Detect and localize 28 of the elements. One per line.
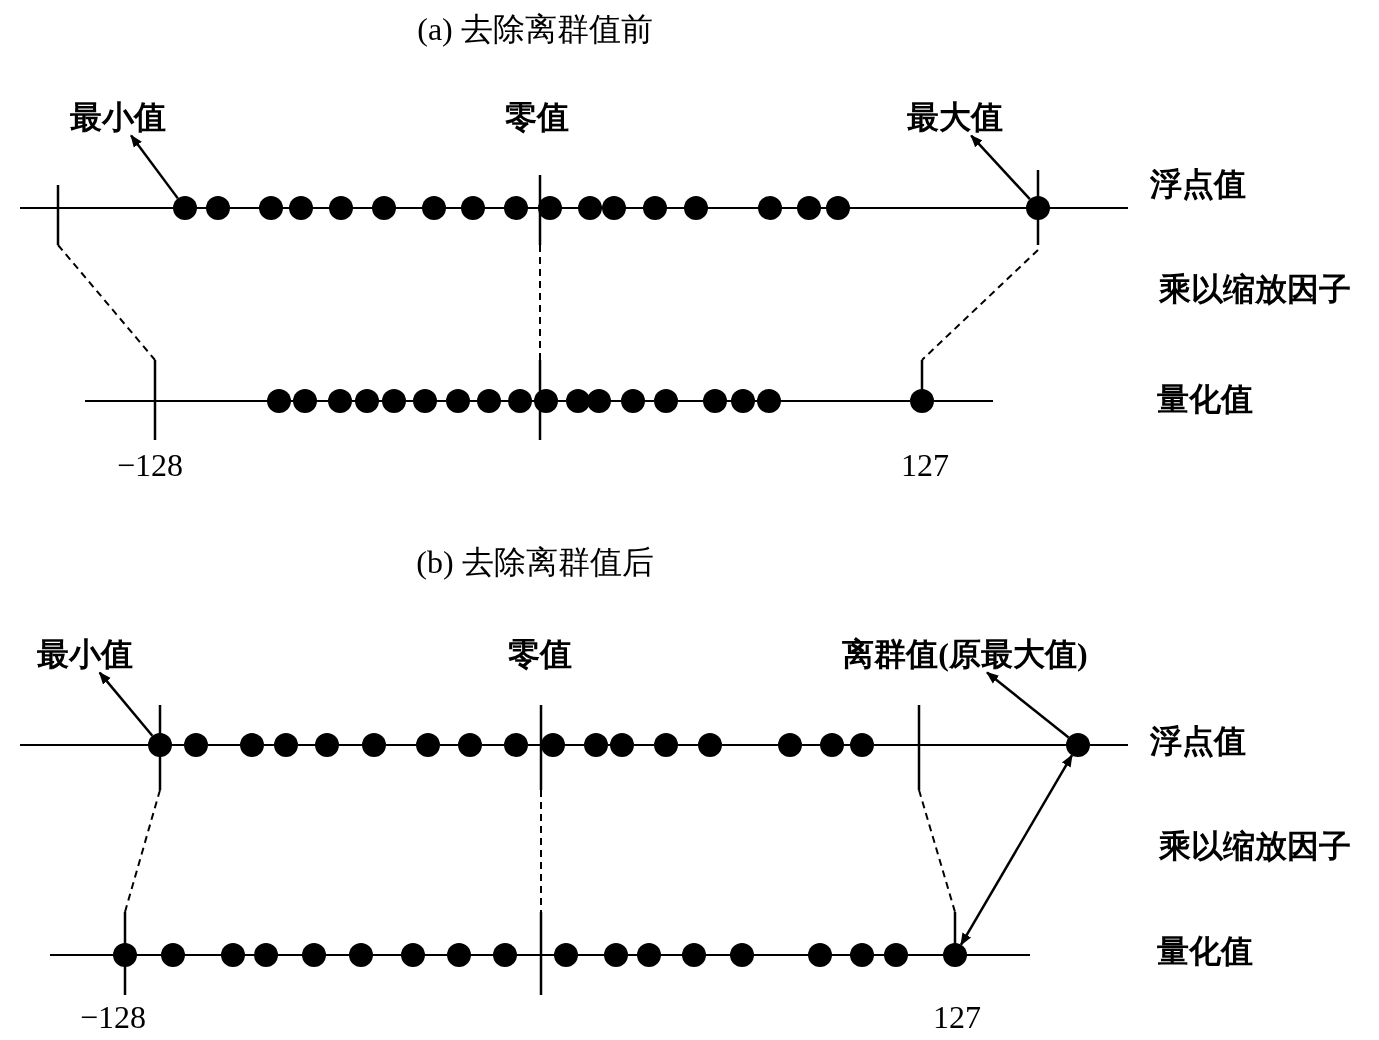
data-point [173, 196, 197, 220]
axis-label: 浮点值 [1150, 724, 1246, 760]
arrow [960, 754, 1073, 946]
panel-title: (b) 去除离群值后 [416, 545, 654, 581]
data-point [148, 733, 172, 757]
point-label: 最大值 [907, 100, 1003, 136]
arrow [130, 134, 179, 200]
axis-label: 浮点值 [1150, 167, 1246, 203]
zero-label: 零值 [505, 100, 569, 136]
tick-label: 127 [933, 1000, 981, 1036]
arrow [98, 671, 154, 737]
axis-label: 量化值 [1157, 934, 1253, 970]
data-point [1066, 733, 1090, 757]
data-point [943, 943, 967, 967]
arrow [970, 134, 1031, 201]
tick-label: −128 [117, 448, 183, 484]
tick-label: 127 [901, 448, 949, 484]
axis-label: 量化值 [1157, 382, 1253, 418]
data-point [1026, 196, 1050, 220]
axis-label: 乘以缩放因子 [1159, 829, 1351, 865]
point-label: 最小值 [70, 100, 166, 136]
zero-label: 零值 [508, 637, 572, 673]
point-label: 最小值 [37, 637, 133, 673]
tick-label: −128 [80, 1000, 146, 1036]
panel-title: (a) 去除离群值前 [417, 12, 653, 48]
arrow [986, 671, 1070, 739]
point-label: 离群值(原最大值) [842, 637, 1088, 673]
axis-label: 乘以缩放因子 [1159, 272, 1351, 308]
